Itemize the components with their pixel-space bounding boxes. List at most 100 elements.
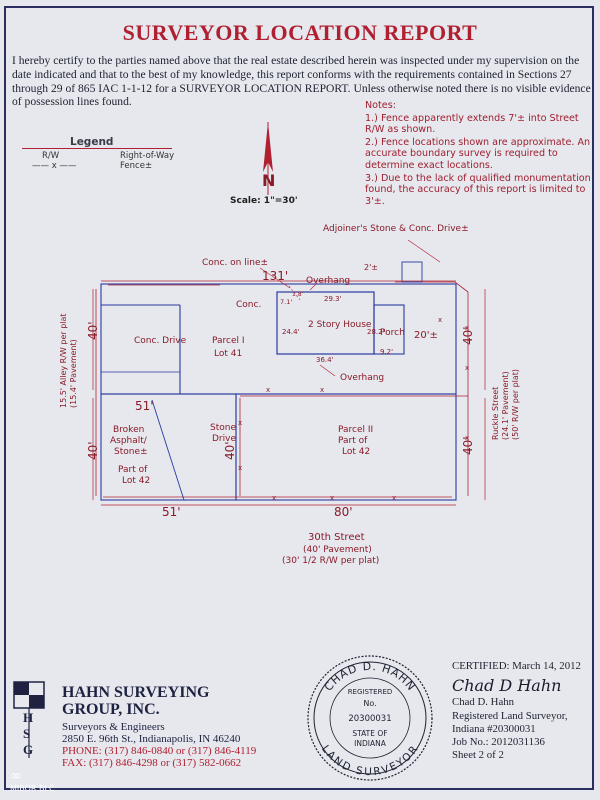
dim-1-8: 1.8' bbox=[292, 291, 304, 298]
sheet-number: Sheet 2 of 2 bbox=[452, 749, 504, 762]
conc-label: Conc. bbox=[236, 300, 261, 310]
surveyor-signature: Chad D Hahn bbox=[452, 676, 562, 696]
company-subtitle: Surveyors & Engineers bbox=[62, 721, 165, 733]
job-number: Job No.: 2012031136 bbox=[452, 736, 545, 749]
seal-state-of: STATE OF bbox=[352, 729, 387, 738]
svg-text:x: x bbox=[465, 324, 469, 332]
dim-7-1: 7.1' bbox=[280, 298, 292, 306]
house-label: 2 Story House bbox=[308, 320, 372, 330]
overhang-leader-2 bbox=[319, 364, 336, 377]
svg-text:H: H bbox=[23, 710, 33, 725]
dim-28-2: 28.2' bbox=[367, 328, 385, 336]
svg-text:x: x bbox=[238, 419, 242, 427]
note-2: 2.) Fence locations shown are approximat… bbox=[365, 136, 591, 171]
legend-rw-label: Right-of-Way bbox=[120, 151, 175, 161]
dim-2ft: 2'± bbox=[364, 263, 378, 272]
certified-date: CERTIFIED: March 14, 2012 bbox=[452, 660, 581, 672]
seal-number: 20300031 bbox=[348, 714, 391, 724]
lot-boundaries bbox=[100, 283, 457, 501]
porch-label: Porch bbox=[380, 328, 405, 338]
dim-20: 20'± bbox=[414, 330, 438, 341]
legend-heading: Legend bbox=[70, 136, 114, 148]
company-name-2: GROUP, INC. bbox=[62, 701, 160, 718]
note-1: 1.) Fence apparently extends 7'± into St… bbox=[365, 112, 579, 136]
surveyor-title: Registered Land Surveyor, bbox=[452, 709, 568, 722]
surveyor-seal: CHAD D. HAHN LAND SURVEYOR REGISTERED No… bbox=[307, 655, 433, 781]
legend-rw-symbol: R/W bbox=[42, 151, 60, 161]
house-outline bbox=[276, 285, 405, 355]
overhang-top-label: Overhang bbox=[306, 276, 350, 286]
dim-top: 131' bbox=[262, 269, 288, 283]
dim-51-bottom: 51' bbox=[162, 505, 181, 519]
notes: Notes: 1.) Fence apparently extends 7'± … bbox=[365, 100, 595, 208]
conc-on-line-label: Conc. on line± bbox=[202, 258, 268, 268]
company-info: HAHN SURVEYING GROUP, INC. Surveyors & E… bbox=[62, 684, 256, 769]
company-phone: PHONE: (317) 846-0840 or (317) 846-4119 bbox=[62, 745, 257, 757]
surveyor-name: Chad D. Hahn bbox=[452, 696, 515, 709]
infinity-icon: ∞ bbox=[10, 768, 22, 784]
svg-text:x: x bbox=[465, 364, 469, 372]
north-letter: N bbox=[262, 171, 275, 190]
seal-registered: REGISTERED bbox=[348, 688, 393, 696]
seal-indiana: INDIANA bbox=[354, 739, 387, 748]
svg-text:S: S bbox=[23, 726, 30, 741]
parcel2-label: Parcel II bbox=[338, 425, 373, 435]
street-30-rw: (30' 1/2 R/W per plat) bbox=[282, 556, 379, 566]
hsg-logo-icon: H S G bbox=[13, 681, 45, 758]
dim-80: 80' bbox=[334, 505, 353, 519]
svg-text:x: x bbox=[238, 464, 242, 472]
svg-text:LAND SURVEYOR: LAND SURVEYOR bbox=[319, 743, 421, 778]
dim-9-2: 9.2' bbox=[380, 348, 393, 356]
legend-fence-label: Fence± bbox=[120, 161, 153, 171]
document-border bbox=[4, 6, 594, 790]
lot41-label: Lot 41 bbox=[214, 349, 242, 359]
street-30-pavement: (40' Pavement) bbox=[303, 545, 372, 555]
surveyor-license: Indiana #20300031 bbox=[452, 722, 536, 735]
street-30-label: 30th Street bbox=[308, 532, 365, 543]
legend-fence-symbol: —— x —— bbox=[32, 161, 77, 171]
dim-mid-40: 40' bbox=[223, 441, 237, 460]
svg-text:x: x bbox=[330, 494, 334, 502]
adjoiner-leader bbox=[407, 239, 441, 263]
svg-text:G: G bbox=[23, 742, 33, 757]
north-arrow-icon: N bbox=[262, 122, 275, 195]
overhang-bottom-label: Overhang bbox=[340, 373, 384, 383]
company-name-1: HAHN SURVEYING bbox=[62, 684, 210, 701]
dim-left-40-bottom: 40' bbox=[86, 441, 100, 460]
notes-heading: Notes: bbox=[365, 100, 396, 111]
dim-right-40-top: 40' bbox=[461, 326, 475, 345]
mibor-watermark: ∞ MIBOR BLC bbox=[10, 768, 55, 793]
parcel1-label: Parcel I bbox=[212, 336, 245, 346]
conc-drive-label: Conc. Drive bbox=[134, 336, 187, 346]
dim-left-40-top: 40' bbox=[86, 321, 100, 340]
dim-51-mid: 51' bbox=[135, 399, 154, 413]
seal-no: No. bbox=[363, 699, 376, 708]
svg-text:x: x bbox=[272, 494, 276, 502]
certification-paragraph: I hereby certify to the parties named ab… bbox=[12, 54, 591, 109]
dim-24-4: 24.4' bbox=[282, 328, 300, 336]
dim-29-3: 29.3' bbox=[324, 295, 342, 303]
report-title: SURVEYOR LOCATION REPORT bbox=[122, 20, 478, 45]
conc-leader bbox=[259, 267, 291, 289]
adjoiner-label: Adjoiner's Stone & Conc. Drive± bbox=[323, 224, 469, 234]
dim-right-40-bottom: 40' bbox=[461, 436, 475, 455]
company-fax: FAX: (317) 846-4298 or (317) 582-0662 bbox=[62, 757, 242, 769]
dim-36-4: 36.4' bbox=[316, 356, 334, 364]
alley-label: 15.5' Alley R/W per plat(15.4' Pavement) bbox=[59, 313, 78, 408]
svg-text:x: x bbox=[438, 316, 442, 324]
svg-text:x: x bbox=[320, 386, 324, 394]
ruckle-street-label: Ruckle Street(24.1' Pavement)(50' R/W pe… bbox=[491, 369, 520, 440]
scale-label: Scale: 1"=30' bbox=[230, 196, 298, 206]
note-3: 3.) Due to the lack of qualified monumen… bbox=[365, 172, 591, 207]
certification-block: CERTIFIED: March 14, 2012 Chad D Hahn Ch… bbox=[452, 660, 598, 762]
company-address: 2850 E. 96th St., Indianapolis, IN 46240 bbox=[62, 733, 241, 745]
dimension-lines bbox=[92, 280, 486, 506]
svg-text:x: x bbox=[465, 434, 469, 442]
svg-text:x: x bbox=[392, 494, 396, 502]
stone-drive-edge bbox=[151, 399, 185, 501]
